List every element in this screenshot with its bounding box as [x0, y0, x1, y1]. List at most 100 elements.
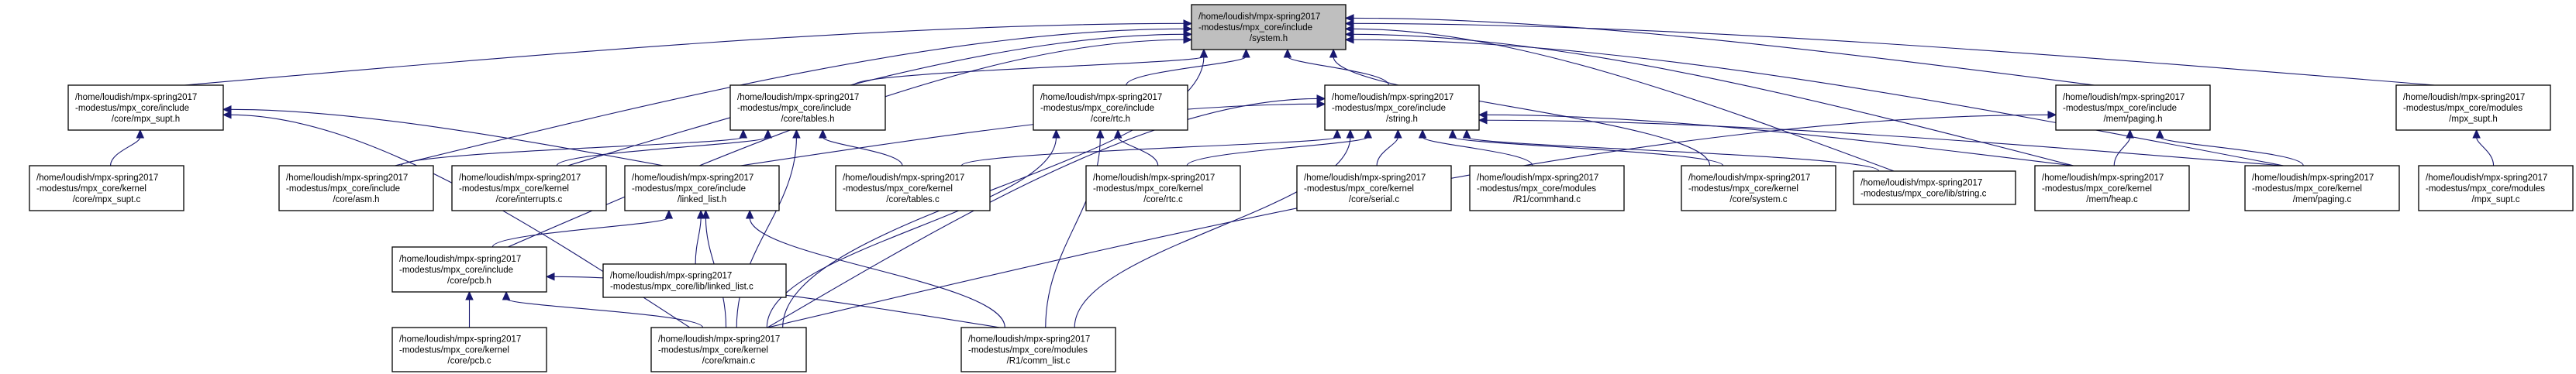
node-rtc-h[interactable]: /home/loudish/mpx-spring2017-modestus/mp… — [1033, 84, 1188, 131]
node-box[interactable] — [1324, 84, 1480, 131]
node-label-line: -modestus/mpx_core/kernel — [658, 346, 768, 355]
nodes-layer: /home/loudish/mpx-spring2017-modestus/mp… — [29, 4, 2574, 372]
node-lib-string-c[interactable]: /home/loudish/mpx-spring2017-modestus/mp… — [1853, 170, 2016, 205]
arrowhead-icon — [1183, 19, 1193, 28]
node-label-line: /home/loudish/mpx-spring2017 — [36, 173, 158, 183]
node-box[interactable] — [624, 165, 780, 211]
node-box[interactable] — [391, 246, 547, 293]
node-core-mpx-supt-c[interactable]: /home/loudish/mpx-spring2017-modestus/mp… — [29, 165, 184, 211]
arrowhead-icon — [502, 290, 511, 300]
node-box[interactable] — [602, 263, 787, 298]
node-label-line: -modestus/mpx_core/kernel — [399, 346, 509, 355]
arrowhead-icon — [745, 209, 754, 219]
node-box[interactable] — [29, 165, 184, 211]
node-box[interactable] — [1853, 170, 2016, 205]
node-box[interactable] — [2055, 84, 2211, 131]
node-box[interactable] — [729, 84, 886, 131]
node-modules-mpx-supt-h[interactable]: /home/loudish/mpx-spring2017 -modestus/mp… — [2395, 84, 2551, 131]
node-label-line: /core/tables.c — [886, 195, 940, 204]
node-box[interactable] — [391, 327, 547, 372]
node-box[interactable] — [1085, 165, 1241, 211]
node-label-line: /home/loudish/mpx-spring2017 — [1477, 173, 1598, 183]
node-box[interactable] — [278, 165, 434, 211]
node-box[interactable] — [960, 327, 1116, 372]
edge-tables-h-to-system-h — [853, 56, 1205, 86]
node-box[interactable] — [2418, 165, 2574, 211]
node-label-line: /system.h — [1250, 34, 1288, 43]
node-box[interactable] — [1469, 165, 1625, 211]
node-box[interactable] — [835, 165, 991, 211]
edge-linked-list-c-to-linked-list-h — [695, 217, 702, 265]
arrowhead-icon — [1096, 129, 1105, 139]
node-label-line: /mpx_supt.h — [2449, 115, 2498, 124]
arrowhead-icon — [1462, 129, 1471, 139]
edge-serial-c-to-string-h — [1376, 136, 1398, 166]
node-box[interactable] — [650, 327, 807, 372]
node-comm-list-c[interactable]: /home/loudish/mpx-spring2017-modestus/mp… — [960, 327, 1116, 372]
node-label-line: /core/system.c — [1729, 195, 1787, 204]
node-tables-h[interactable]: /home/loudish/mpx-spring2017-modestus/mp… — [729, 84, 886, 131]
arrowhead-icon — [1346, 129, 1355, 139]
arrowhead-icon — [696, 209, 705, 219]
node-string-h[interactable]: /home/loudish/mpx-spring2017-modestus/mp… — [1324, 84, 1480, 131]
node-label-line: /mem/paging.c — [2293, 195, 2352, 204]
arrowhead-icon — [1283, 48, 1292, 58]
arrowhead-icon — [1448, 129, 1457, 139]
node-label-line: /home/loudish/mpx-spring2017 — [1688, 173, 1810, 183]
edge-kmain-c-to-string-h — [767, 98, 1319, 328]
node-label-line: /string.h — [1386, 115, 1418, 124]
node-label-line: /home/loudish/mpx-spring2017 — [843, 173, 964, 183]
edge-core-mpx-supt-h-to-system-h — [184, 22, 1185, 86]
node-label-line: /home/loudish/mpx-spring2017 — [2042, 173, 2164, 183]
node-linked-list-c[interactable]: /home/loudish/mpx-spring2017-modestus/mp… — [602, 263, 787, 298]
node-label-line: /home/loudish/mpx-spring2017 — [399, 335, 521, 345]
node-asm-h[interactable]: /home/loudish/mpx-spring2017-modestus/mp… — [278, 165, 434, 211]
arrowhead-icon — [1478, 111, 1488, 119]
edge-kmain-c-to-tables-h — [736, 136, 797, 328]
arrowhead-icon — [1199, 48, 1209, 58]
node-box[interactable] — [2244, 165, 2400, 211]
node-box[interactable] — [1033, 84, 1188, 131]
node-label-line: /home/loudish/mpx-spring2017 — [2063, 93, 2185, 102]
node-box[interactable] — [451, 165, 607, 211]
edge-paging-c-to-string-h — [1485, 119, 2284, 166]
node-label-line: -modestus/mpx_core/include — [2063, 104, 2177, 113]
edge-modules-mpx-supt-h-to-system-h — [1352, 22, 2435, 86]
node-label-line: /home/loudish/mpx-spring2017 — [2403, 93, 2525, 102]
node-pcb-h[interactable]: /home/loudish/mpx-spring2017-modestus/mp… — [391, 246, 547, 293]
node-rtc-c[interactable]: /home/loudish/mpx-spring2017-modestus/mp… — [1085, 165, 1241, 211]
arrowhead-icon — [664, 209, 674, 219]
node-box[interactable] — [2034, 165, 2190, 211]
node-core-mpx-supt-h[interactable]: /home/loudish/mpx-spring2017-modestus/mp… — [67, 84, 224, 131]
node-paging-h[interactable]: /home/loudish/mpx-spring2017 -modestus/mp… — [2055, 84, 2211, 131]
node-label-line: -modestus/mpx_core/kernel — [1304, 184, 1414, 194]
node-tables-c[interactable]: /home/loudish/mpx-spring2017-modestus/mp… — [835, 165, 991, 211]
edge-interrupts-c-to-tables-h — [556, 136, 769, 166]
node-box[interactable] — [67, 84, 224, 131]
edge-rtc-h-to-system-h — [1126, 56, 1247, 86]
node-box[interactable] — [1191, 4, 1347, 50]
node-commhand-c[interactable]: /home/loudish/mpx-spring2017-modestus/mp… — [1469, 165, 1625, 211]
node-system-h[interactable]: /home/loudish/mpx-spring2017-modestus/mp… — [1191, 4, 1347, 50]
node-system-c[interactable]: /home/loudish/mpx-spring2017-modestus/mp… — [1681, 165, 1836, 211]
node-box[interactable] — [1681, 165, 1836, 211]
node-box[interactable] — [1296, 165, 1452, 211]
node-linked-list-h[interactable]: /home/loudish/mpx-spring2017-modestus/mp… — [624, 165, 780, 211]
node-heap-c[interactable]: /home/loudish/mpx-spring2017-modestus/mp… — [2034, 165, 2190, 211]
node-label-line: -modestus/mpx_core/lib/linked_list.c — [610, 283, 753, 292]
edge-comm-list-c-to-rtc-h — [1045, 136, 1101, 328]
edge-kmain-c-to-pcb-h — [505, 298, 704, 328]
node-kmain-c[interactable]: /home/loudish/mpx-spring2017-modestus/mp… — [650, 327, 807, 372]
node-paging-c[interactable]: /home/loudish/mpx-spring2017-modestus/mp… — [2244, 165, 2400, 211]
edge-lib-string-c-to-string-h — [1466, 136, 1880, 172]
edge-asm-h-to-tables-h — [400, 136, 744, 166]
node-label-line: /linked_list.h — [678, 195, 726, 204]
node-label-line: /R1/commhand.c — [1513, 195, 1581, 204]
node-label-line: -modestus/mpx_core/modules — [2403, 104, 2523, 113]
node-modules-mpx-supt-c[interactable]: /home/loudish/mpx-spring2017-modestus/mp… — [2418, 165, 2574, 211]
node-interrupts-c[interactable]: /home/loudish/mpx-spring2017-modestus/mp… — [451, 165, 607, 211]
node-label-line: /core/pcb.c — [447, 357, 491, 366]
node-box[interactable] — [2395, 84, 2551, 131]
node-serial-c[interactable]: /home/loudish/mpx-spring2017-modestus/mp… — [1296, 165, 1452, 211]
node-pcb-c[interactable]: /home/loudish/mpx-spring2017-modestus/mp… — [391, 327, 547, 372]
